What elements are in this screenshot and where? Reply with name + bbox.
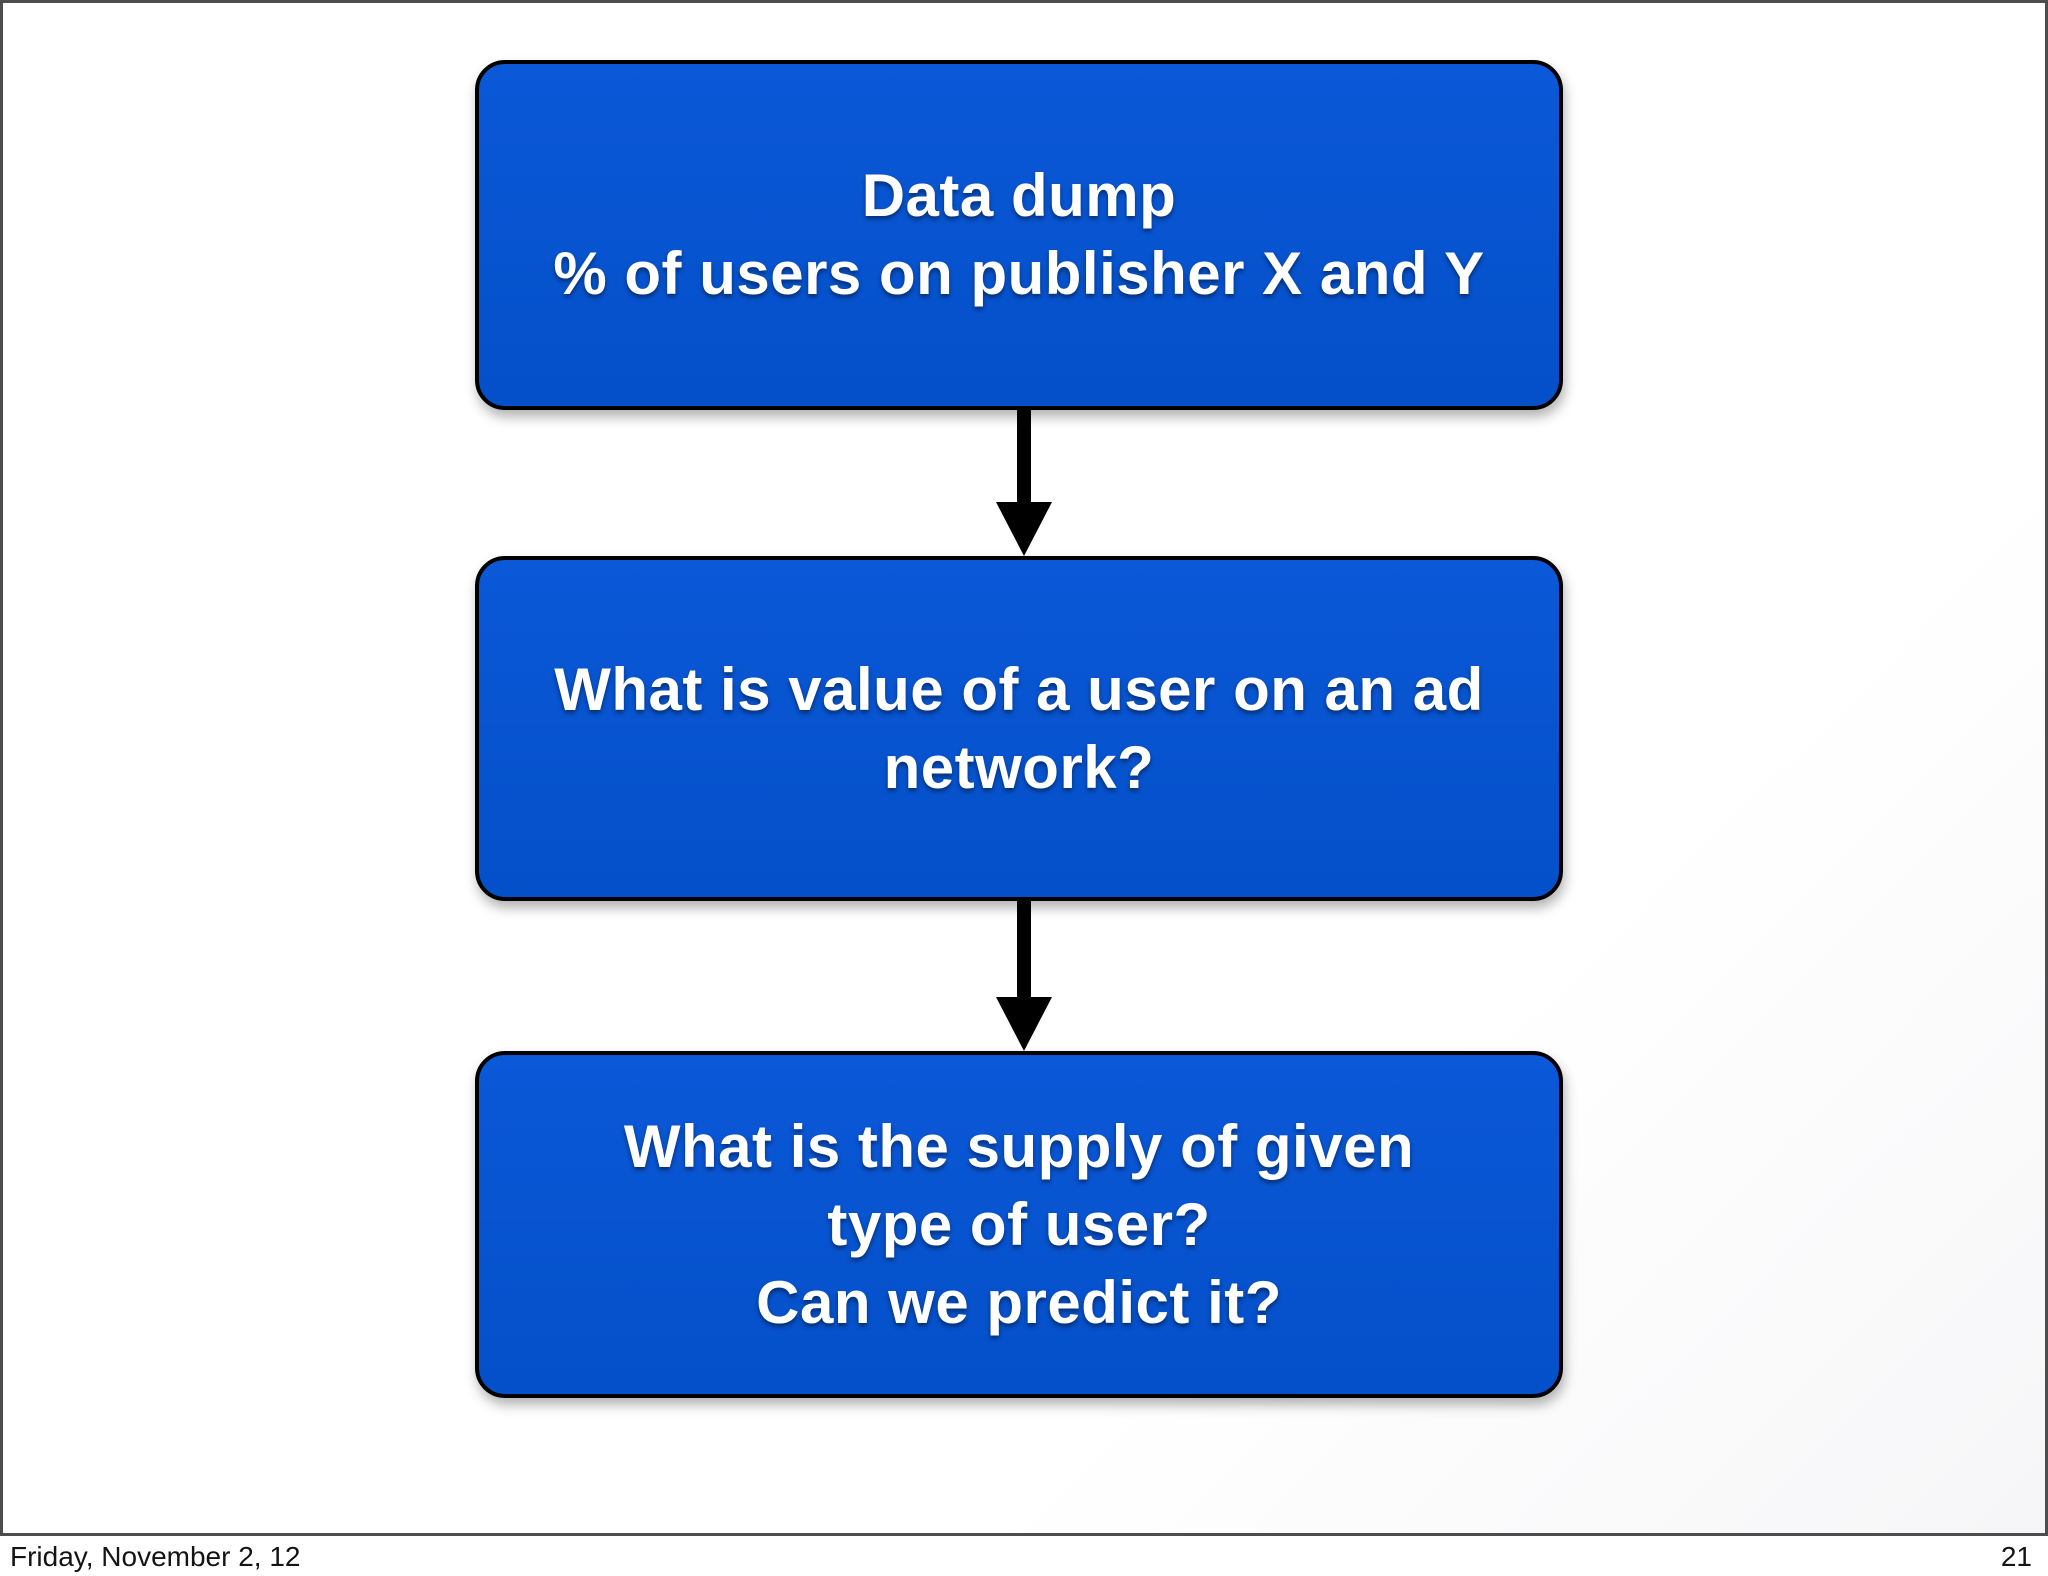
slide-canvas: Data dump % of users on publisher X and … <box>0 0 2048 1536</box>
page-number: 21 <box>2000 1541 2032 1572</box>
down-arrow-icon <box>996 408 1052 556</box>
flow-box-user-value: What is value of a user on an ad network… <box>475 556 1563 901</box>
flow-box-user-value-text: What is value of a user on an ad network… <box>554 655 1484 801</box>
footer-date: Friday, November 2, 12 <box>10 1541 301 1572</box>
flow-box-data-dump-text: Data dump % of users on publisher X and … <box>553 162 1485 307</box>
flow-box-data-dump: Data dump % of users on publisher X and … <box>475 60 1563 410</box>
footer-bar: Friday, November 2, 12 21 <box>0 1536 2048 1576</box>
flow-box-user-supply-text: What is the supply of given type of user… <box>623 1112 1415 1336</box>
flow-box-user-supply: What is the supply of given type of user… <box>475 1051 1563 1398</box>
down-arrow-icon <box>996 901 1052 1051</box>
